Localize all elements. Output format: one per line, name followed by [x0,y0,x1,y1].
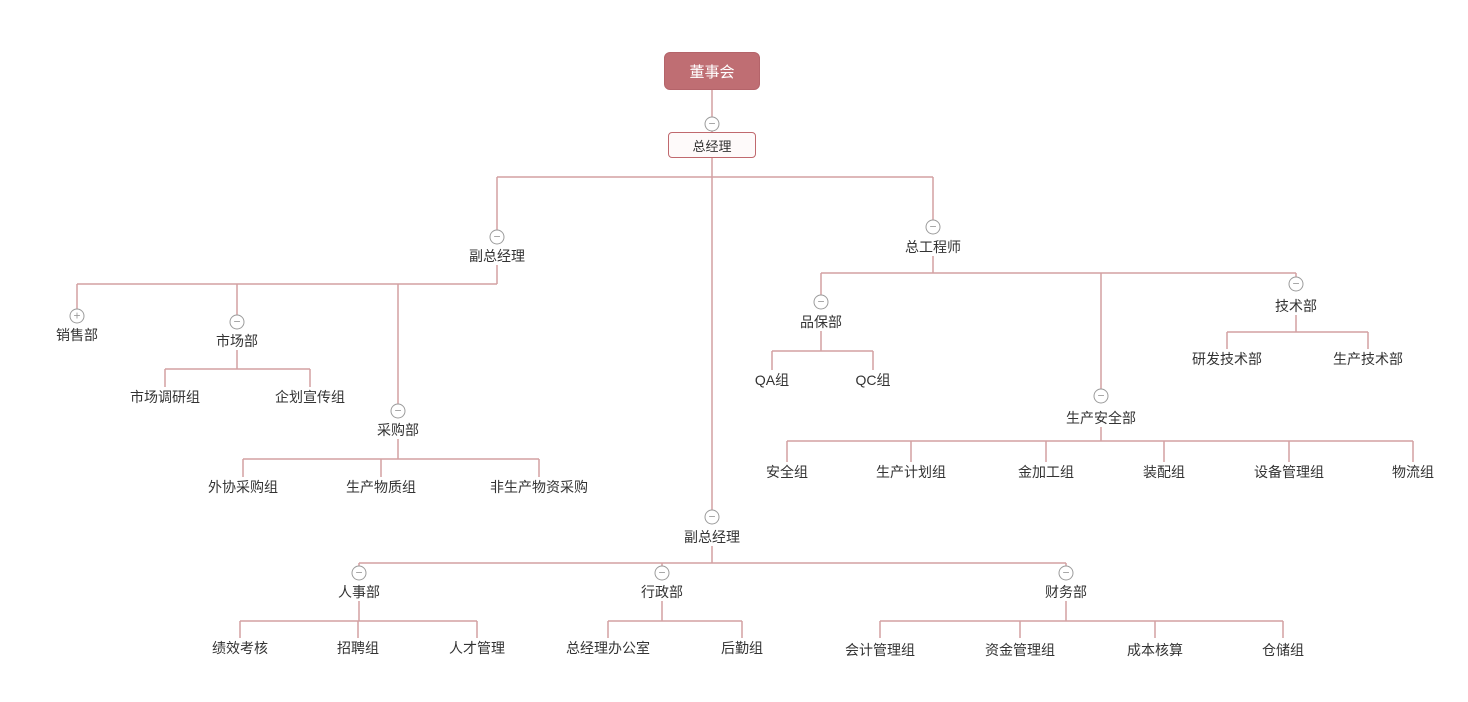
org-node-production-technology-dept[interactable]: 生产技术部 [1333,351,1403,367]
minus-glyph: − [1292,276,1300,291]
org-node-hr-dept[interactable]: 人事部 [338,584,380,600]
minus-glyph: − [394,403,402,418]
org-node-deputy-gm-operations[interactable]: 副总经理 [469,248,525,264]
expand-icon[interactable]: + [69,308,85,324]
org-node-accounting-management-team[interactable]: 会计管理组 [845,642,915,658]
connector-deputy-gm-left-subtree [76,265,540,477]
org-node-production-safety-dept[interactable]: 生产安全部 [1066,410,1136,426]
collapse-icon[interactable]: − [925,219,941,235]
org-node-gm-office[interactable]: 总经理办公室 [566,640,650,656]
org-node-quality-assurance-dept[interactable]: 品保部 [800,314,842,330]
collapse-icon[interactable]: − [390,403,406,419]
org-node-board[interactable]: 董事会 [664,52,760,90]
org-node-board-label: 董事会 [689,63,735,81]
org-node-equipment-management-team[interactable]: 设备管理组 [1254,464,1324,480]
org-node-technology-dept[interactable]: 技术部 [1275,298,1317,314]
minus-glyph: − [233,314,241,329]
org-node-recruitment-team[interactable]: 招聘组 [337,640,379,656]
minus-glyph: − [708,509,716,524]
org-node-production-material-team[interactable]: 生产物质组 [346,479,416,495]
org-node-performance-appraisal[interactable]: 绩效考核 [212,640,268,656]
collapse-icon[interactable]: − [654,565,670,581]
org-node-cost-accounting[interactable]: 成本核算 [1127,642,1183,658]
collapse-icon[interactable]: − [229,314,245,330]
org-node-general-manager-label: 总经理 [692,138,732,154]
connector-deputy-gm-bottom-subtree [239,546,1284,638]
org-node-metalworking-team[interactable]: 金加工组 [1018,464,1074,480]
collapse-icon[interactable]: − [813,294,829,310]
collapse-icon[interactable]: − [704,509,720,525]
org-node-warehouse-team[interactable]: 仓储组 [1262,642,1304,658]
org-node-safety-team[interactable]: 安全组 [766,464,808,480]
org-node-sales-dept[interactable]: 销售部 [56,327,98,343]
minus-glyph: − [929,219,937,234]
connector-chief-engineer-subtree [771,256,1414,462]
org-node-funds-management-team[interactable]: 资金管理组 [985,642,1055,658]
org-node-logistics-support-team[interactable]: 后勤组 [721,640,763,656]
org-node-production-planning-team[interactable]: 生产计划组 [876,464,946,480]
minus-glyph: − [708,116,716,131]
collapse-icon[interactable]: − [489,229,505,245]
org-node-admin-dept[interactable]: 行政部 [641,584,683,600]
org-node-deputy-gm-admin[interactable]: 副总经理 [684,529,740,545]
org-node-assembly-team[interactable]: 装配组 [1143,464,1185,480]
plus-glyph: + [73,308,81,323]
collapse-icon[interactable]: − [1288,276,1304,292]
minus-glyph: − [1097,388,1105,403]
org-node-chief-engineer[interactable]: 总工程师 [905,239,961,255]
collapse-icon[interactable]: − [351,565,367,581]
org-node-logistics-team[interactable]: 物流组 [1392,464,1434,480]
collapse-icon[interactable]: − [1058,565,1074,581]
collapse-icon[interactable]: − [704,116,720,132]
org-node-qc-team[interactable]: QC组 [855,372,891,388]
org-node-qa-team[interactable]: QA组 [754,372,790,388]
org-node-non-production-material-purchasing[interactable]: 非生产物资采购 [490,479,588,495]
org-node-market-research-team[interactable]: 市场调研组 [130,389,200,405]
org-node-talent-management[interactable]: 人才管理 [449,640,505,656]
org-node-outsourcing-purchasing-team[interactable]: 外协采购组 [208,479,278,495]
minus-glyph: − [493,229,501,244]
minus-glyph: − [355,565,363,580]
minus-glyph: − [817,294,825,309]
minus-glyph: − [1062,565,1070,580]
org-node-purchasing-dept[interactable]: 采购部 [377,422,419,438]
minus-glyph: − [658,565,666,580]
connector-top-tier [496,90,934,510]
org-node-finance-dept[interactable]: 财务部 [1045,584,1087,600]
collapse-icon[interactable]: − [1093,388,1109,404]
org-node-marketing-dept[interactable]: 市场部 [216,333,258,349]
org-node-rd-technology-dept[interactable]: 研发技术部 [1192,351,1262,367]
org-node-planning-promotion-team[interactable]: 企划宣传组 [275,389,345,405]
org-node-general-manager[interactable]: 总经理 [668,132,756,158]
